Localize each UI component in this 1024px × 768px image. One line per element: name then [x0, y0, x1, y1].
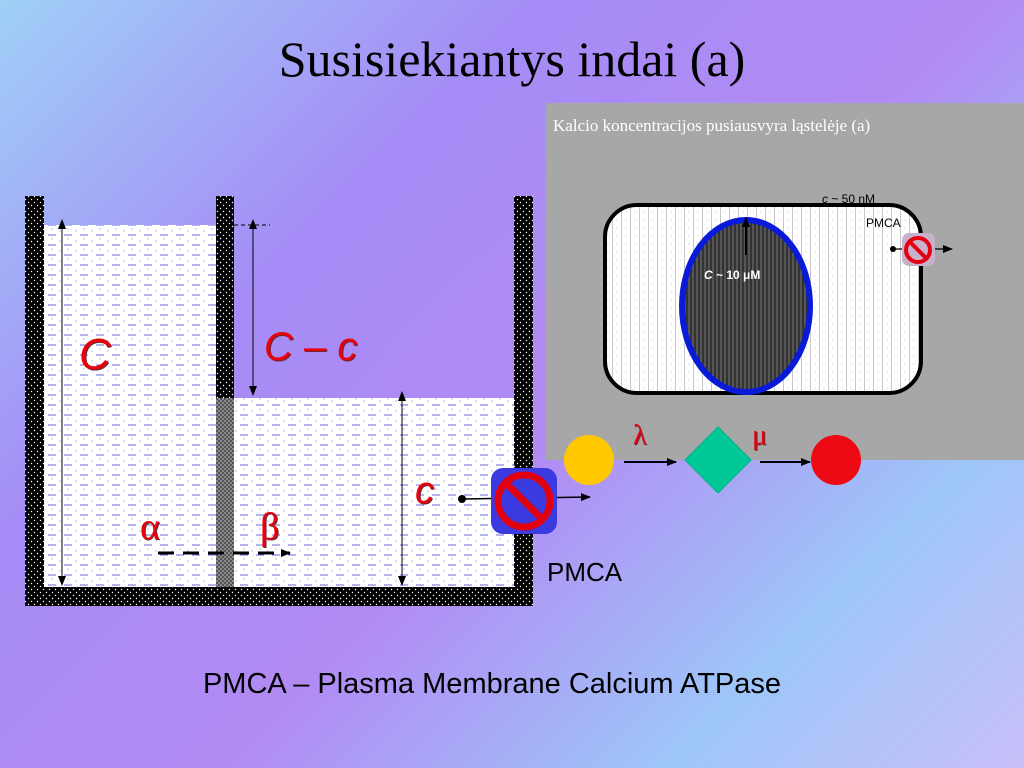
label-C-minus-c: C – c — [264, 325, 358, 369]
product-circle — [811, 435, 861, 485]
pmca-label: PMCA — [547, 557, 623, 587]
caption: PMCA – Plasma Membrane Calcium ATPase — [202, 668, 782, 700]
prohibit-slash-small — [908, 240, 928, 260]
prohibit-slash — [503, 480, 545, 522]
intermediate-diamond — [684, 426, 752, 494]
right-wall — [514, 196, 533, 606]
membrane — [216, 398, 234, 587]
rate-lambda: λ — [633, 420, 647, 451]
left-wall — [25, 196, 44, 606]
label-C: C — [79, 330, 111, 379]
cell-pmca-label: PMCA — [866, 216, 901, 230]
rate-mu: μ — [752, 420, 768, 451]
label-c: c — [415, 470, 434, 512]
label-alpha: α — [140, 506, 160, 548]
pump-dot-small — [890, 246, 896, 252]
communicating-vessels — [25, 196, 533, 606]
nucleus-concentration: C ~ 10 μM — [704, 268, 760, 282]
prohibit-ring — [494, 471, 554, 531]
pump-dot — [458, 495, 466, 503]
page-title: Susisiekiantys indai (a) — [278, 31, 746, 87]
reaction-chain — [564, 426, 861, 494]
cytosol-concentration: c ~ 50 nM — [822, 192, 875, 206]
right-vessel-water — [234, 398, 514, 587]
panel-title: Kalcio koncentracijos pusiausvyra ląstel… — [553, 116, 871, 135]
middle-wall — [216, 196, 234, 398]
prohibit-ring-small — [904, 236, 932, 264]
pmca-pump — [458, 468, 591, 534]
vessel-bottom — [25, 587, 533, 606]
label-beta: β — [260, 506, 280, 548]
substrate-circle — [564, 435, 614, 485]
left-vessel-water — [44, 225, 216, 587]
cell-diagram: c ~ 50 nM PMCA C ~ 10 μM — [603, 192, 953, 395]
